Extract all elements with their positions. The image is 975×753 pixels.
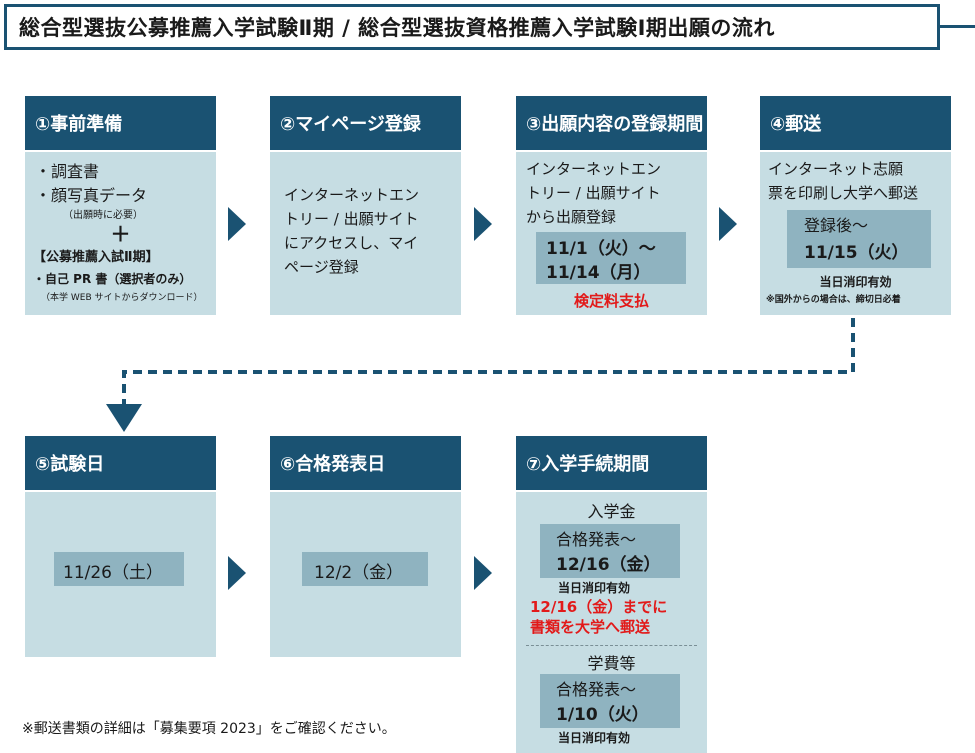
step-1-header: ①事前準備 <box>25 96 216 150</box>
step-4-overseas-note: ※国外からの場合は、締切日必着 <box>766 295 901 305</box>
step-1-section-label: 【公募推薦入試Ⅱ期】 <box>33 250 159 265</box>
step-5-header: ⑤試験日 <box>25 436 216 490</box>
step-1-item-pr: ・自己 PR 書（選択者のみ） <box>33 272 192 286</box>
step-2-text-2: トリー / 出願サイト <box>284 210 419 228</box>
step-4-text-1: インターネット志願 <box>768 160 904 178</box>
flow-arrow <box>474 207 492 241</box>
flow-arrow <box>228 207 246 241</box>
step-6-date-highlight <box>302 552 428 586</box>
step-6-date: 12/2（金） <box>314 563 404 583</box>
step-2-header: ②マイページ登録 <box>270 96 461 150</box>
step-5-date: 11/26（土） <box>63 563 163 583</box>
step-7-divider <box>526 645 697 646</box>
step-7-fee2-highlight <box>540 674 680 728</box>
step-7-fee2-postmark: 当日消印有効 <box>558 731 631 745</box>
step-2-text-3: にアクセスし、マイ <box>284 234 419 252</box>
step-4-period-start: 登録後～ <box>804 216 869 235</box>
page-title: 総合型選抜公募推薦入学試験Ⅱ期 / 総合型選抜資格推薦入学試験Ⅰ期出願の流れ <box>4 4 940 50</box>
step-3-period-end: 11/14（月） <box>546 263 651 283</box>
step-5-box: 11/26（土） <box>25 492 216 657</box>
step-1-item-report: ・調査書 <box>35 162 100 181</box>
step-7-entrance-fee-title: 入学金 <box>587 502 636 521</box>
down-arrow-icon <box>106 404 142 432</box>
step-7-docs-deadline: 12/16（金）までに <box>530 598 668 616</box>
step-6-box: 12/2（金） <box>270 492 461 657</box>
step-4-postmark: 当日消印有効 <box>819 275 892 289</box>
step-3-text-1: インターネットエン <box>526 160 662 178</box>
step-4-box: インターネット志願 票を印刷し大学へ郵送 登録後～ 11/15（火） 当日消印有… <box>760 152 951 315</box>
plus-icon: ＋ <box>110 222 131 246</box>
step-6-title: ⑥合格発表日 <box>280 454 386 475</box>
footnote: ※郵送書類の詳細は「募集要項 2023」をご確認ください。 <box>22 721 396 737</box>
step-7-fee1-postmark: 当日消印有効 <box>558 581 631 595</box>
step-7-tuition-title: 学費等 <box>587 654 636 673</box>
step-7-title: ⑦入学手続期間 <box>526 454 650 475</box>
step-1-item-photo: ・顔写真データ <box>35 186 148 205</box>
step-7-header: ⑦入学手続期間 <box>516 436 707 490</box>
flow-arrow <box>719 207 737 241</box>
step-7-docs-instruction: 書類を大学へ郵送 <box>530 618 651 636</box>
step-5-date-highlight <box>54 552 184 586</box>
step-4-header: ④郵送 <box>760 96 951 150</box>
flow-arrow <box>228 556 246 590</box>
step-2-text-1: インターネットエン <box>284 186 420 204</box>
step-2-title: ②マイページ登録 <box>280 114 421 135</box>
step-1-box: ・調査書 ・顔写真データ （出願時に必要） ＋ 【公募推薦入試Ⅱ期】 ・自己 P… <box>25 152 216 315</box>
step-1-note-download: （本学 WEB サイトからダウンロード） <box>41 293 203 303</box>
step-7-fee2-period-start: 合格発表～ <box>556 680 637 699</box>
step-4-title: ④郵送 <box>770 114 822 135</box>
step-3-text-3: から出願登録 <box>526 208 617 226</box>
step-7-fee1-period-start: 合格発表～ <box>556 530 637 549</box>
step-3-text-2: トリー / 出願サイト <box>526 184 661 202</box>
title-connector-line <box>940 25 975 28</box>
step-7-box: 入学金 合格発表～ 12/16（金） 当日消印有効 12/16（金）までに 書類… <box>516 492 707 753</box>
step-1-title: ①事前準備 <box>35 114 123 135</box>
step-7-fee2-period-end: 1/10（火） <box>556 705 649 725</box>
step-7-fee1-period-end: 12/16（金） <box>556 555 661 575</box>
step-5-title: ⑤試験日 <box>35 454 105 475</box>
step-3-box: インターネットエン トリー / 出願サイト から出願登録 11/1（火）～ 11… <box>516 152 707 315</box>
step-4-text-2: 票を印刷し大学へ郵送 <box>768 184 919 202</box>
step-2-box: インターネットエン トリー / 出願サイト にアクセスし、マイ ページ登録 <box>270 152 461 315</box>
step-4-period-highlight <box>787 210 931 268</box>
step-3-period-highlight <box>536 232 686 284</box>
flow-arrow <box>474 556 492 590</box>
step-3-period-start: 11/1（火）～ <box>546 239 656 259</box>
step-6-header: ⑥合格発表日 <box>270 436 461 490</box>
step-7-fee1-highlight <box>540 524 680 578</box>
step-2-text-4: ページ登録 <box>284 258 359 276</box>
page-title-text: 総合型選抜公募推薦入学試験Ⅱ期 / 総合型選抜資格推薦入学試験Ⅰ期出願の流れ <box>19 16 775 40</box>
step-1-note-required: （出願時に必要） <box>63 210 143 221</box>
step-4-period-end: 11/15（火） <box>804 243 909 263</box>
step-3-fee-note: 検定料支払 <box>573 292 649 310</box>
step-3-title: ③出願内容の登録期間 <box>526 114 704 135</box>
step-3-header: ③出願内容の登録期間 <box>516 96 707 150</box>
